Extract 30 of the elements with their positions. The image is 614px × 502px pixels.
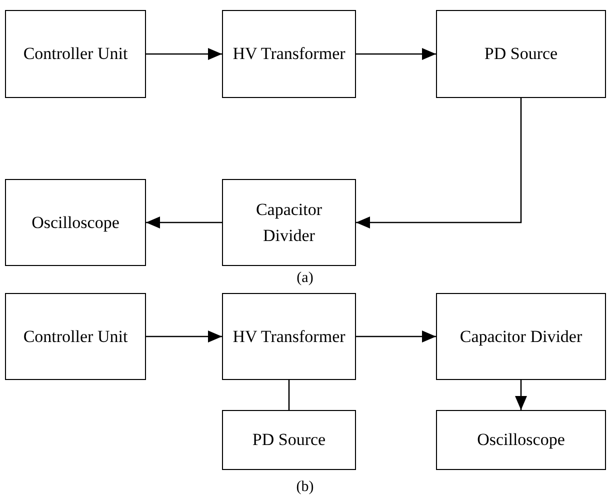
block-box (5, 293, 146, 380)
block-label: Oscilloscope (477, 429, 565, 451)
block-label: PD Source (252, 429, 326, 451)
arrow (356, 98, 522, 228)
block-label: HV Transformer (232, 43, 346, 65)
subfigure-label: (b) (296, 478, 314, 497)
subfigure-label: (a) (296, 269, 314, 288)
block-box (222, 410, 356, 470)
block-box (5, 10, 146, 98)
arrow (146, 330, 222, 342)
arrow (146, 216, 222, 228)
block-box (222, 179, 356, 266)
block-label: HV Transformer (232, 326, 346, 348)
block-label: Oscilloscope (32, 212, 120, 234)
arrow (146, 48, 222, 60)
block-label: Capacitor Divider (254, 198, 324, 246)
connector-line (288, 380, 290, 410)
block-box (5, 179, 146, 266)
block-label: Capacitor Divider (460, 326, 582, 348)
arrow (515, 380, 527, 410)
arrow (356, 48, 436, 60)
block-box (436, 293, 606, 380)
block-box (436, 410, 606, 470)
block-label: Controller Unit (23, 43, 128, 65)
arrow (356, 330, 436, 342)
block-box (222, 293, 356, 380)
block-box (222, 10, 356, 98)
block-box (436, 10, 606, 98)
block-label: PD Source (484, 43, 558, 65)
block-label: Controller Unit (23, 326, 128, 348)
